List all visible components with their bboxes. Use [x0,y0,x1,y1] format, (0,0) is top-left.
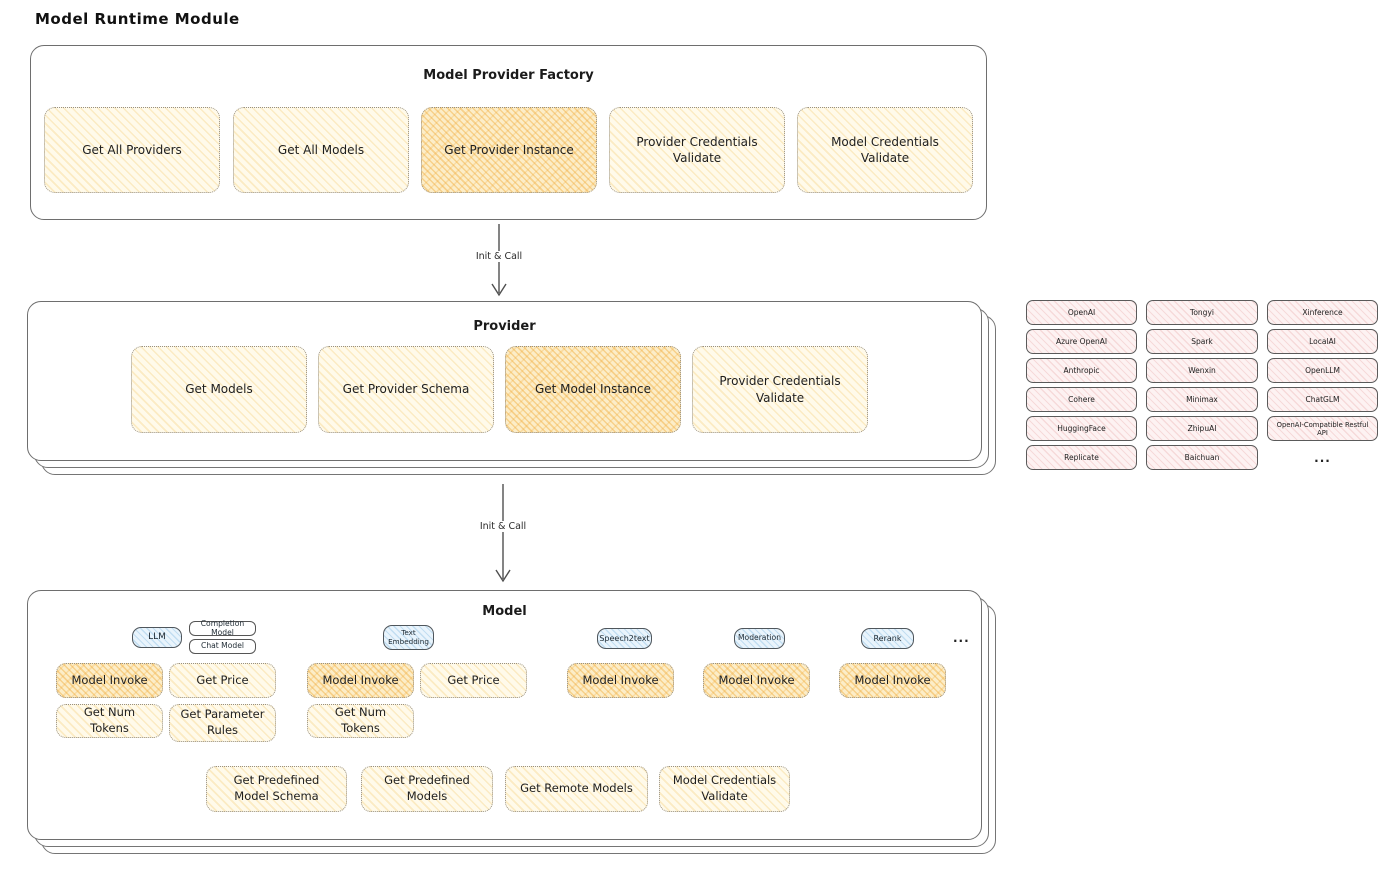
provider-cell-minimax: Minimax [1146,387,1258,412]
init-call-label-2: Init & Call [475,521,531,532]
provider-cell-chatglm: ChatGLM [1267,387,1378,412]
provider-cell-baichuan: Baichuan [1146,445,1258,470]
provider-cell-xinference: Xinference [1267,300,1378,325]
tag-text-embedding: Text Embedding [383,625,434,650]
provider-cell-localai: LocalAI [1267,329,1378,354]
tag-completion-model: Completion Model [189,619,256,636]
init-call-arrow-2 [492,484,514,588]
box-model-credentials-validate: Model Credentials Validate [797,107,973,193]
provider-panel: Provider Get Models Get Provider Schema … [27,301,982,461]
tag-rerank: Rerank [861,628,914,649]
provider-cell-more: ... [1314,450,1331,465]
box-model-invoke-moderation: Model Invoke [703,663,810,698]
page-title: Model Runtime Module [35,10,240,28]
provider-cell-cohere: Cohere [1026,387,1137,412]
provider-title: Provider [473,319,536,334]
box-get-provider-instance: Get Provider Instance [421,107,597,193]
box-provider-credentials-validate-2: Provider Credentials Validate [692,346,868,433]
box-get-price-llm: Get Price [169,663,276,698]
box-model-invoke-text-embedding: Model Invoke [307,663,414,698]
provider-cell-openai-compatible-restful-api: OpenAI-Compatible Restful API [1267,416,1378,441]
box-get-provider-schema: Get Provider Schema [318,346,494,433]
provider-cell-anthropic: Anthropic [1026,358,1137,383]
box-get-price-text-embedding: Get Price [420,663,527,698]
factory-title: Model Provider Factory [423,68,594,83]
box-get-num-tokens-text-embedding: Get Num Tokens [307,704,414,738]
box-model-credentials-validate-2: Model Credentials Validate [659,766,790,812]
provider-cell-spark: Spark [1146,329,1258,354]
box-get-num-tokens-llm: Get Num Tokens [56,704,163,738]
box-get-parameter-rules: Get Parameter Rules [169,704,276,742]
box-get-models: Get Models [131,346,307,433]
model-title: Model [482,604,527,619]
box-model-invoke-speech2text: Model Invoke [567,663,674,698]
provider-cell-zhipuai: ZhipuAI [1146,416,1258,441]
provider-cell-tongyi: Tongyi [1146,300,1258,325]
box-get-all-providers: Get All Providers [44,107,220,193]
provider-cell-openai: OpenAI [1026,300,1137,325]
arrow-down-icon [495,484,511,583]
box-get-predefined-models: Get Predefined Models [361,766,493,812]
box-model-invoke-rerank: Model Invoke [839,663,946,698]
box-get-all-models: Get All Models [233,107,409,193]
provider-cell-openllm: OpenLLM [1267,358,1378,383]
tag-moderation: Moderation [734,628,785,649]
box-get-predefined-model-schema: Get Predefined Model Schema [206,766,347,812]
provider-cell-wenxin: Wenxin [1146,358,1258,383]
box-get-remote-models: Get Remote Models [505,766,648,812]
provider-cell-huggingface: HuggingFace [1026,416,1137,441]
provider-cell-replicate: Replicate [1026,445,1137,470]
tag-speech2text: Speech2text [597,628,652,649]
provider-cell-azure-openai: Azure OpenAI [1026,329,1137,354]
tag-llm: LLM [132,627,182,648]
tag-chat-model: Chat Model [189,639,256,654]
factory-panel: Model Provider Factory Get All Providers… [30,45,987,220]
box-get-model-instance: Get Model Instance [505,346,681,433]
model-panel: Model LLM Completion Model Chat Model Te… [27,590,982,840]
init-call-label-1: Init & Call [471,251,527,262]
box-model-invoke-llm: Model Invoke [56,663,163,698]
tag-more: ... [953,631,970,645]
provider-grid: OpenAI Tongyi Xinference Azure OpenAI Sp… [1026,300,1378,470]
box-provider-credentials-validate: Provider Credentials Validate [609,107,785,193]
init-call-arrow-1 [488,224,510,302]
